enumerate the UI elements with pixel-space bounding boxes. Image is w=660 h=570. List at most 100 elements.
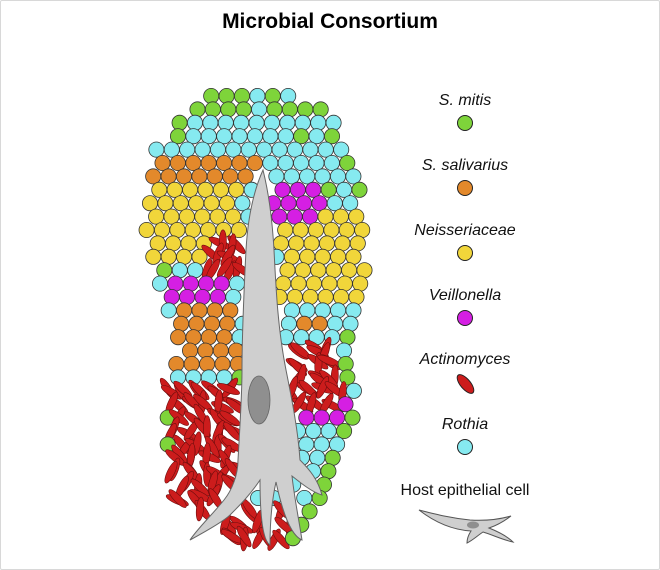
neisseriaceae-cell (149, 235, 166, 252)
neisseriaceae-cell (180, 235, 197, 252)
legend-swatch (453, 371, 477, 397)
neisseriaceae-cell (197, 181, 214, 198)
rothia-cell (314, 302, 331, 319)
s-mitis-cell (312, 101, 329, 118)
s-salivarius-cell (191, 168, 208, 185)
legend-item-veillonella: Veillonella (355, 287, 575, 326)
neisseriaceae-cell (290, 275, 307, 292)
neisseriaceae-cell (272, 235, 289, 252)
s-salivarius-cell (173, 315, 190, 332)
legend-label: S. mitis (438, 92, 492, 109)
rothia-cell (202, 114, 219, 131)
s-salivarius-cell (185, 329, 202, 346)
s-salivarius-cell (222, 168, 239, 185)
s-mitis-cell (339, 329, 356, 346)
veillonella-cell (286, 208, 303, 225)
actinomyces-cell (216, 383, 240, 395)
legend-item-rothia: Rothia (355, 416, 575, 455)
rothia-cell (217, 114, 234, 131)
legend-swatch (457, 180, 473, 196)
neisseriaceae-cell (230, 221, 247, 238)
rothia-cell (200, 128, 217, 145)
rothia-cell (151, 275, 168, 292)
s-salivarius-cell (197, 342, 214, 359)
rothia-cell (233, 114, 250, 131)
rothia-cell (345, 382, 362, 399)
legend-swatch (457, 439, 473, 455)
neisseriaceae-cell (302, 288, 319, 305)
legend-label: S. salivarius (421, 157, 509, 174)
veillonella-cell (179, 288, 196, 305)
s-mitis-cell (189, 101, 206, 118)
s-salivarius-cell (199, 355, 216, 372)
neisseriaceae-cell (303, 235, 320, 252)
rothia-cell (179, 141, 196, 158)
s-salivarius-cell (181, 342, 198, 359)
legend-swatch (457, 310, 473, 326)
neisseriaceae-cell (141, 195, 158, 212)
neisseriaceae-cell (341, 262, 358, 279)
neisseriaceae-cell (299, 248, 316, 265)
s-salivarius-cell (311, 315, 328, 332)
neisseriaceae-cell (153, 221, 170, 238)
neisseriaceae-cell (333, 288, 350, 305)
neisseriaceae-cell (218, 195, 235, 212)
s-mitis-cell (320, 463, 337, 480)
neisseriaceae-cell (330, 248, 347, 265)
s-salivarius-cell (145, 168, 162, 185)
neisseriaceae-cell (279, 262, 296, 279)
host-cell-nucleus (247, 375, 271, 425)
s-salivarius-cell (188, 315, 205, 332)
s-salivarius-cell (169, 154, 186, 171)
rothia-cell (280, 315, 297, 332)
s-salivarius-cell (214, 355, 231, 372)
rothia-cell (187, 262, 204, 279)
rothia-cell (228, 275, 245, 292)
neisseriaceae-cell (286, 288, 303, 305)
s-salivarius-cell (216, 154, 233, 171)
neisseriaceae-cell (288, 235, 305, 252)
veillonella-cell (182, 275, 199, 292)
rothia-cell (209, 141, 226, 158)
rothia-cell (309, 449, 326, 466)
neisseriaceae-cell (151, 181, 168, 198)
rothia-cell (216, 128, 233, 145)
veillonella-cell (313, 409, 330, 426)
veillonella-cell (298, 409, 315, 426)
neisseriaceae-cell (166, 181, 183, 198)
neisseriaceae-cell (318, 235, 335, 252)
s-salivarius-cell (216, 329, 233, 346)
rothia-cell (256, 141, 273, 158)
rothia-cell (268, 168, 285, 185)
rothia-cell (225, 141, 242, 158)
neisseriaceae-cell (317, 288, 334, 305)
rothia-cell (329, 436, 346, 453)
s-mitis-cell (281, 101, 298, 118)
neisseriaceae-cell (332, 208, 349, 225)
rothia-cell (279, 114, 296, 131)
neisseriaceae-cell (323, 221, 340, 238)
neisseriaceae-cell (228, 181, 245, 198)
rothia-cell (345, 168, 362, 185)
veillonella-cell (194, 288, 211, 305)
rothia-cell (299, 168, 316, 185)
neisseriaceae-cell (275, 275, 292, 292)
rothia-cell (231, 128, 248, 145)
rothia-cell (336, 181, 353, 198)
neisseriaceae-cell (148, 208, 165, 225)
veillonella-cell (289, 181, 306, 198)
neisseriaceae-cell (338, 221, 355, 238)
neisseriaceae-cell (317, 208, 334, 225)
neisseriaceae-cell (348, 208, 365, 225)
rothia-cell (298, 436, 315, 453)
legend-label: Actinomyces (419, 351, 511, 368)
rothia-cell (308, 128, 325, 145)
s-salivarius-cell (200, 329, 217, 346)
s-mitis-cell (339, 154, 356, 171)
neisseriaceae-cell (310, 262, 327, 279)
veillonella-cell (163, 288, 180, 305)
neisseriaceae-cell (212, 181, 229, 198)
neisseriaceae-cell (160, 248, 177, 265)
neisseriaceae-cell (225, 208, 242, 225)
